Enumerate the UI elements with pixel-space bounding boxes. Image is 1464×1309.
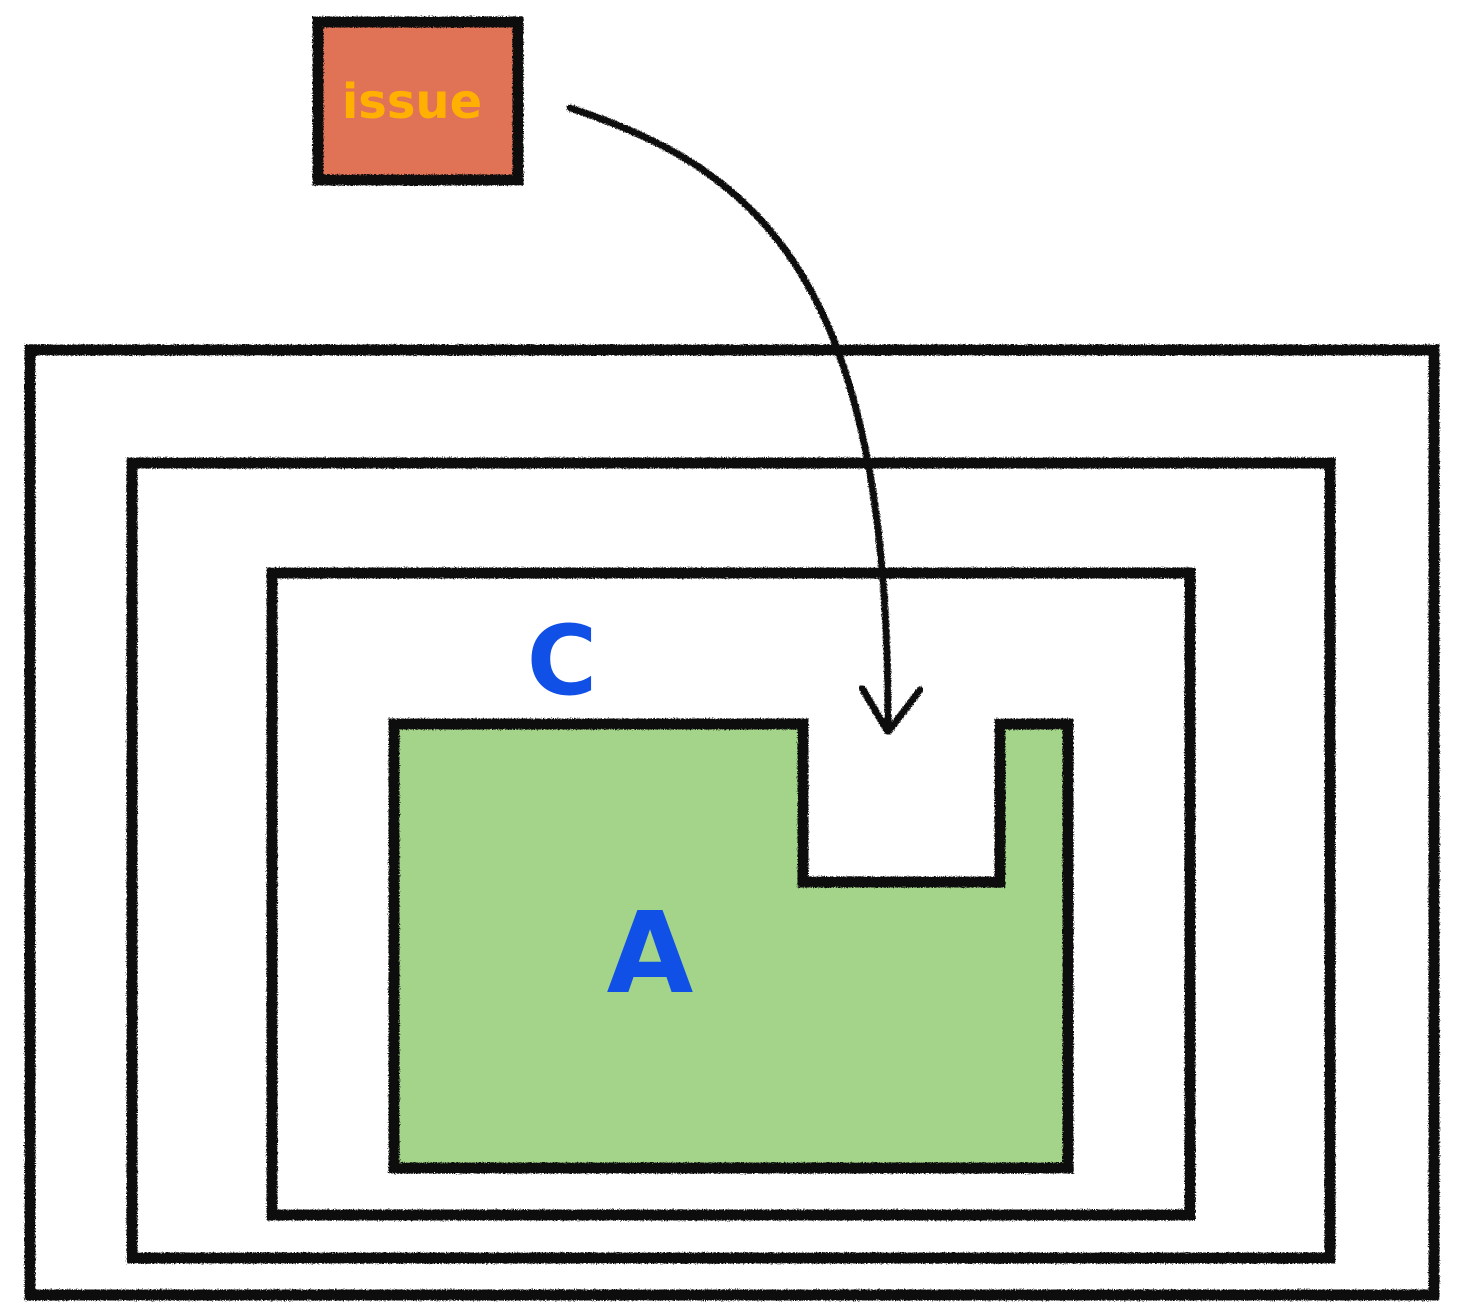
region-a bbox=[388, 718, 1074, 1174]
region-a-label: A bbox=[607, 889, 694, 1019]
container-c-label: C bbox=[527, 605, 597, 717]
issue-label: issue bbox=[342, 74, 482, 130]
arrow-head bbox=[858, 684, 924, 736]
arrow-curve bbox=[566, 104, 892, 734]
outer-box bbox=[24, 344, 1440, 1301]
inner-box-c bbox=[266, 567, 1196, 1221]
issue-box bbox=[312, 16, 524, 186]
middle-box bbox=[126, 457, 1336, 1264]
